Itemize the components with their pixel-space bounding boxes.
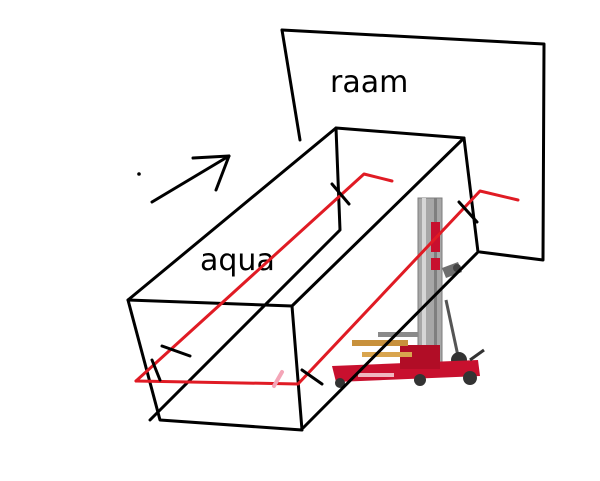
arrow-icon	[150, 154, 231, 204]
lifting-strap	[134, 172, 520, 386]
window-frame	[280, 28, 546, 262]
window-label: raam	[330, 65, 408, 100]
edge-markers	[150, 182, 479, 386]
material-lift-icon	[332, 197, 485, 388]
pink-marker	[272, 370, 284, 388]
aquarium-label: aqua	[200, 243, 275, 278]
dot-mark	[137, 172, 141, 176]
